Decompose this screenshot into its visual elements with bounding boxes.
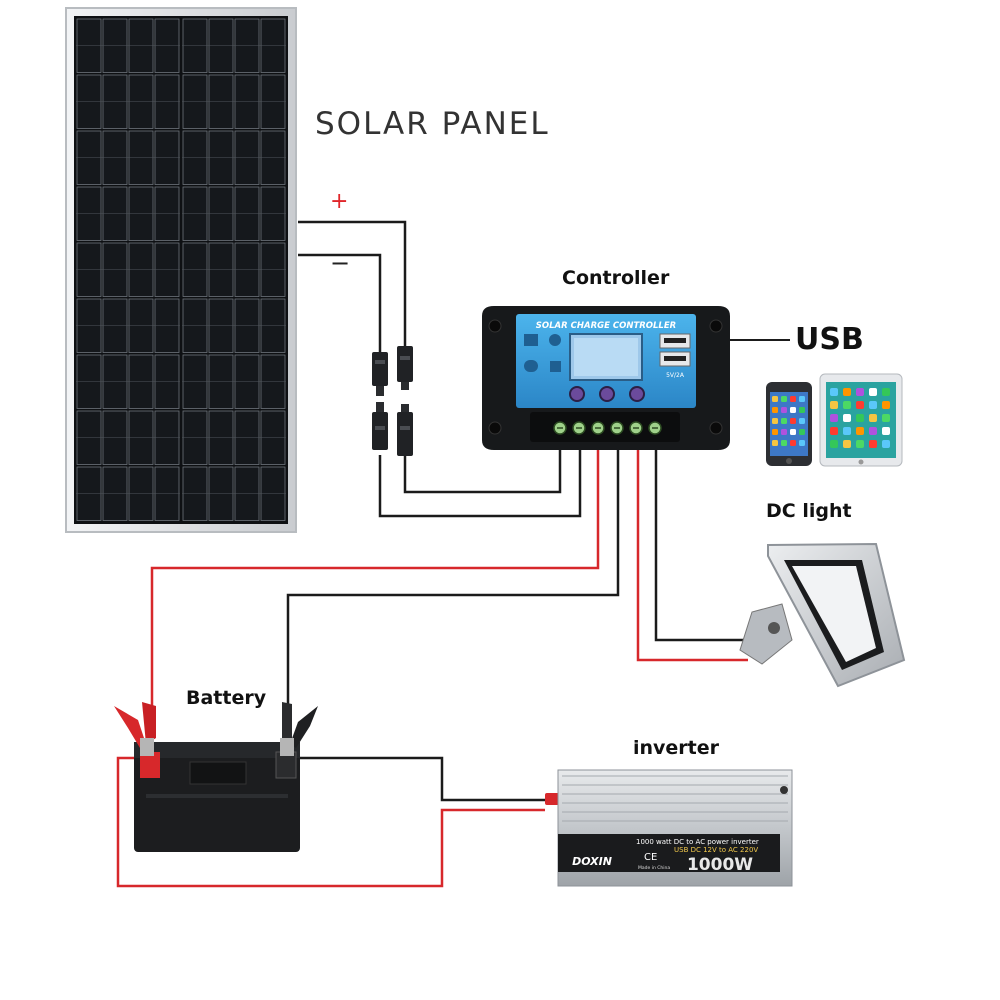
negative-sign: − xyxy=(330,249,351,277)
inverter-made-in: Made in China xyxy=(638,865,670,871)
battery-label: Battery xyxy=(186,687,267,709)
battery-positive-terminal xyxy=(140,752,160,778)
solar-panel-cells xyxy=(76,18,286,521)
solar-panel-title: SOLAR PANEL xyxy=(315,106,550,142)
controller-header: SOLAR CHARGE CONTROLLER xyxy=(536,321,676,331)
controller-icon-panel xyxy=(524,334,561,372)
controller-button-down xyxy=(629,386,645,402)
inverter-ce: CE xyxy=(644,852,657,863)
inverter-rating: 1000W xyxy=(687,855,753,875)
battery-negative-wire xyxy=(286,445,620,706)
inverter-line1: 1000 watt DC to AC power inverter xyxy=(636,838,759,846)
black-clamp xyxy=(280,702,318,756)
usb-ports: 5V/2A xyxy=(659,333,691,379)
inverter-positive-wire xyxy=(116,756,545,888)
battery xyxy=(114,702,318,852)
positive-sign: + xyxy=(330,189,349,214)
smartphone xyxy=(766,382,812,466)
inverter-brand: DOXIN xyxy=(572,855,612,868)
wiring xyxy=(116,220,790,888)
panel-negative-wire xyxy=(298,253,382,365)
dc-light-label: DC light xyxy=(766,500,852,522)
inverter-line2: USB DC 12V to AC 220V xyxy=(674,846,758,854)
usb-label: USB xyxy=(795,322,864,357)
controller-terminals xyxy=(553,421,662,435)
tablet xyxy=(819,373,903,467)
inverter: DOXIN CE Made in China 1000 watt DC to A… xyxy=(545,769,793,887)
load-negative-wire xyxy=(654,445,748,642)
usb-rating: 5V/2A xyxy=(666,372,685,379)
panel-positive-wire xyxy=(298,220,407,355)
controller-button-up xyxy=(599,386,615,402)
red-clamp xyxy=(114,702,156,756)
controller-button-menu xyxy=(569,386,585,402)
battery-positive-wire xyxy=(150,445,600,706)
dc-floodlight xyxy=(739,542,906,688)
pv-positive-wire xyxy=(403,445,562,494)
solar-panel xyxy=(65,7,297,533)
pv-negative-wire xyxy=(378,445,582,518)
load-positive-wire xyxy=(636,445,748,662)
mc4-connectors xyxy=(372,346,413,456)
charge-controller: SOLAR CHARGE CONTROLLER 5V/2A xyxy=(482,306,730,450)
controller-label: Controller xyxy=(562,267,670,289)
inverter-label: inverter xyxy=(633,737,720,759)
inverter-negative-wire xyxy=(292,756,545,802)
